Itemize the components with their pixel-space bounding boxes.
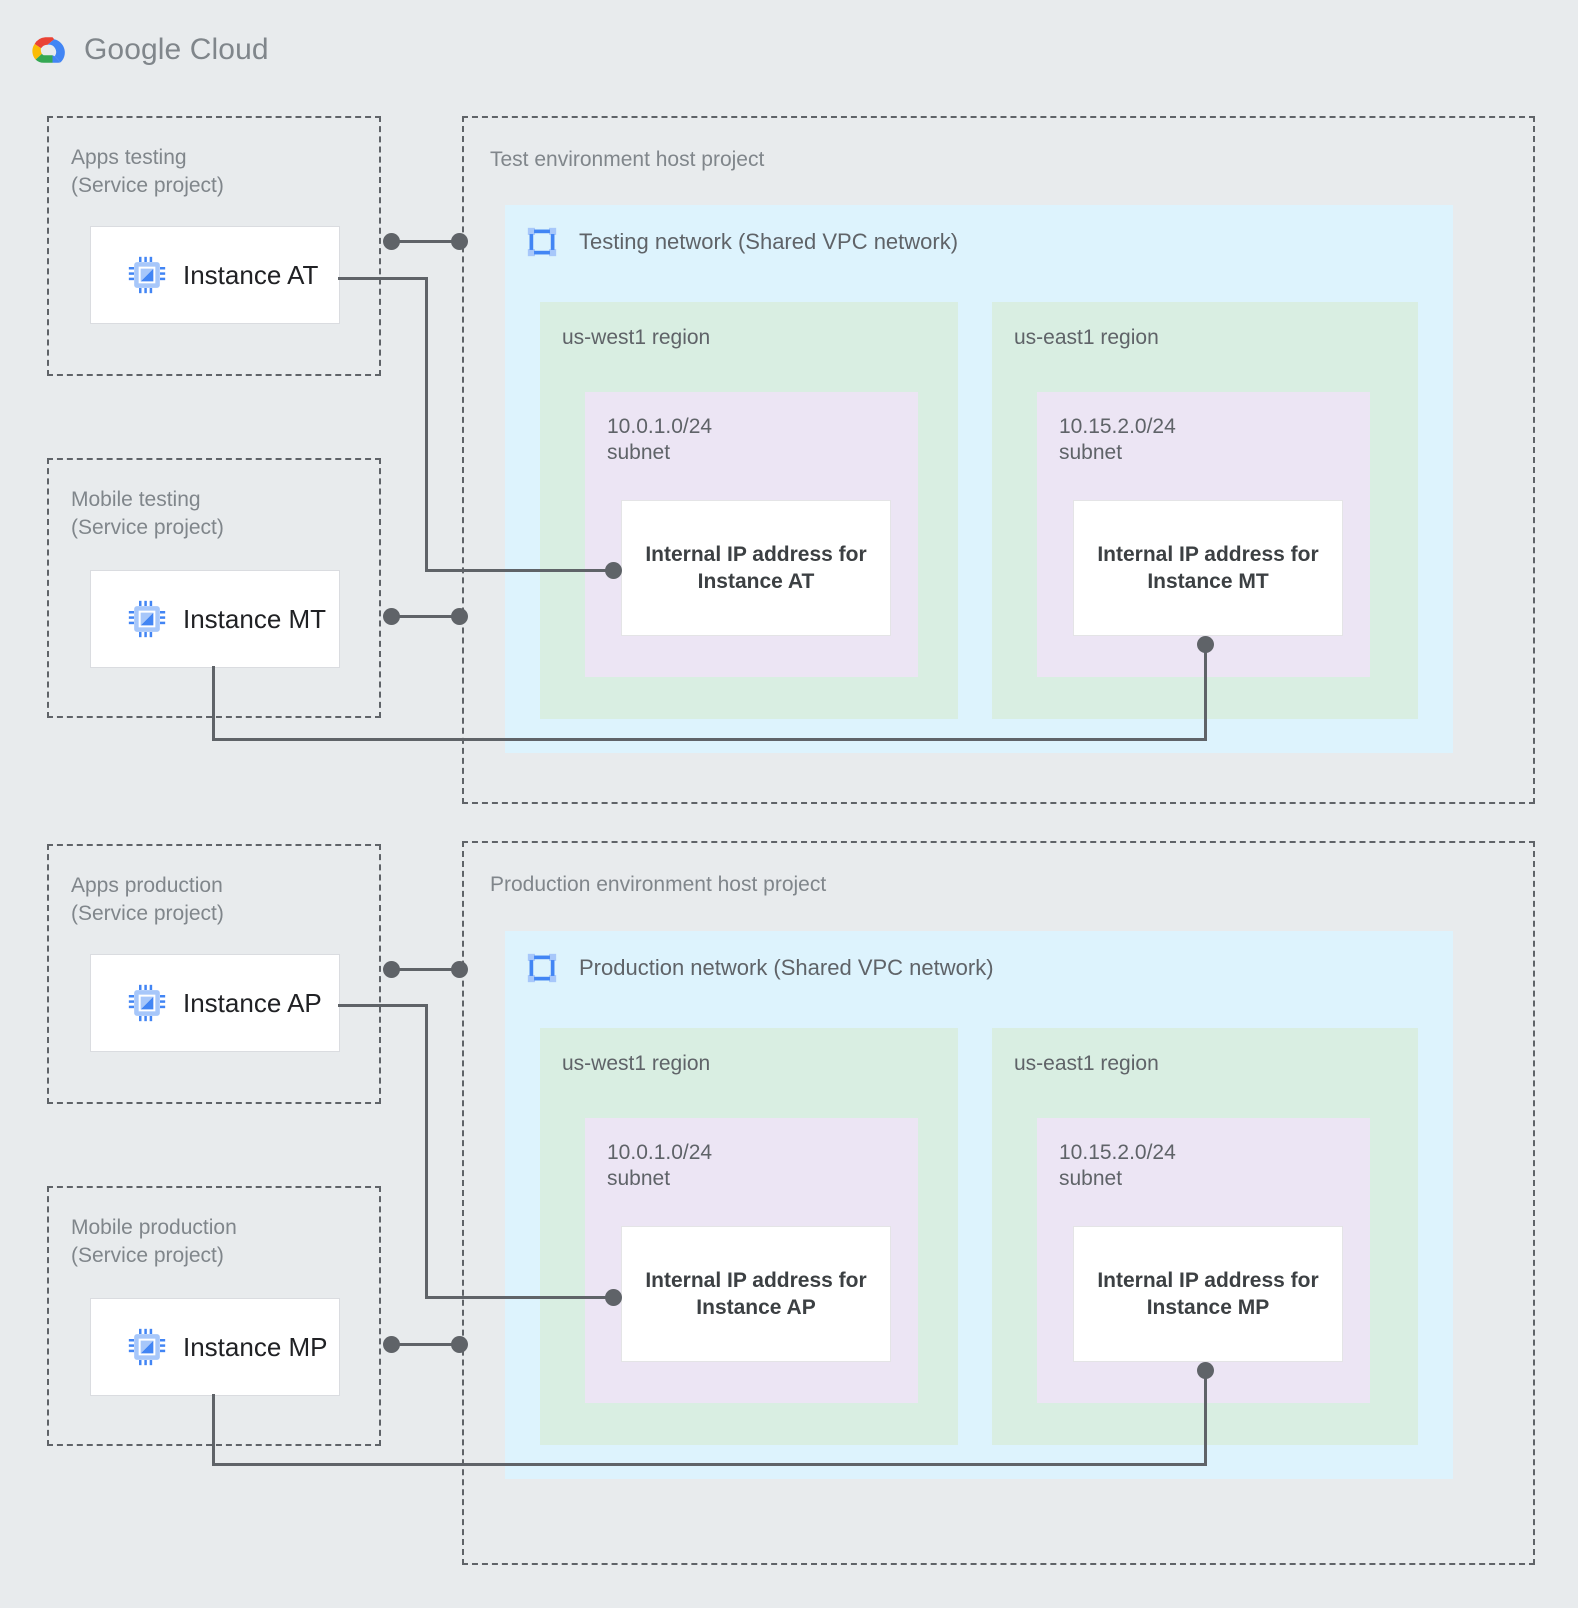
ip-box-label: Internal IP address for Instance MT	[1097, 542, 1319, 593]
service-project-label: Apps testing (Service project)	[71, 146, 224, 197]
google-cloud-logo-icon	[32, 37, 65, 63]
wire-mp-seg2	[212, 1463, 1207, 1466]
brand-lockup: Google Cloud	[28, 33, 269, 67]
instance-card-at[interactable]: Instance AT	[90, 226, 340, 324]
brand-title-light: Cloud	[181, 33, 269, 66]
instance-card-mp[interactable]: Instance MP	[90, 1298, 340, 1396]
connector-dot-at-ipbox	[605, 562, 622, 579]
connector-dot-mp-right	[451, 1336, 468, 1353]
wire-mp-seg3	[1204, 1374, 1207, 1466]
vpc-network-testing: Testing network (Shared VPC network) us-…	[505, 205, 1453, 753]
vpc-network-production: Production network (Shared VPC network) …	[505, 931, 1453, 1479]
host-project-test-environment: Test environment host project	[462, 116, 1535, 804]
host-project-label: Production environment host project	[490, 873, 827, 896]
vpc-network-icon	[527, 953, 557, 983]
vpc-network-header: Production network (Shared VPC network)	[525, 951, 994, 985]
vpc-network-header: Testing network (Shared VPC network)	[525, 225, 958, 259]
connector-ap-peering	[391, 968, 461, 971]
wire-mp-seg1	[212, 1394, 215, 1466]
ip-box-instance-at: Internal IP address for Instance AT	[621, 500, 891, 636]
region-label: us-east1 region	[1014, 326, 1159, 349]
vpc-network-icon	[527, 227, 557, 257]
subnet-label: 10.0.1.0/24 subnet	[607, 415, 713, 465]
host-project-production-environment: Production environment host project	[462, 841, 1535, 1565]
connector-dot-ap-ipbox	[605, 1289, 622, 1306]
service-project-apps-production: Apps production (Service project)	[47, 844, 381, 1104]
instance-label: Instance AT	[183, 259, 319, 290]
wire-ap-seg3	[425, 1296, 615, 1299]
vm-instance-icon	[128, 1328, 166, 1366]
service-project-apps-testing: Apps testing (Service project)	[47, 116, 381, 376]
connector-dot-mp-ipbox	[1197, 1362, 1214, 1379]
vm-instance-icon	[128, 600, 166, 638]
connector-at-peering	[391, 240, 461, 243]
instance-card-mt[interactable]: Instance MT	[90, 570, 340, 668]
host-project-label: Test environment host project	[490, 148, 765, 171]
connector-mt-peering	[391, 615, 461, 618]
region-us-west1-testing: us-west1 region 10.0.1.0/24 subnet Inter…	[540, 302, 958, 719]
vpc-network-title: Testing network (Shared VPC network)	[579, 229, 959, 254]
wire-mt-seg1	[212, 666, 215, 741]
region-label: us-east1 region	[1014, 1052, 1159, 1075]
region-us-west1-production: us-west1 region 10.0.1.0/24 subnet Inter…	[540, 1028, 958, 1445]
wire-at-seg2	[425, 277, 428, 572]
ip-box-instance-mt: Internal IP address for Instance MT	[1073, 500, 1343, 636]
region-label: us-west1 region	[562, 326, 711, 349]
subnet-label: 10.15.2.0/24 subnet	[1059, 1141, 1176, 1191]
ip-box-label: Internal IP address for Instance MP	[1097, 1268, 1319, 1319]
wire-ap-seg2	[425, 1004, 428, 1299]
ip-box-label: Internal IP address for Instance AP	[645, 1268, 867, 1319]
service-project-label: Mobile production (Service project)	[71, 1216, 237, 1267]
instance-card-ap[interactable]: Instance AP	[90, 954, 340, 1052]
connector-dot-ap-right	[451, 961, 468, 978]
vm-instance-icon	[128, 984, 166, 1022]
service-project-label: Apps production (Service project)	[71, 874, 224, 925]
ip-box-instance-ap: Internal IP address for Instance AP	[621, 1226, 891, 1362]
region-label: us-west1 region	[562, 1052, 711, 1075]
subnet-10-15-2-0-24-testing: 10.15.2.0/24 subnet Internal IP address …	[1037, 392, 1370, 677]
brand-title: Google Cloud	[84, 33, 269, 67]
brand-title-bold: Google	[84, 33, 182, 66]
subnet-label: 10.0.1.0/24 subnet	[607, 1141, 713, 1191]
vm-instance-icon	[128, 256, 166, 294]
connector-mp-peering	[391, 1343, 461, 1346]
ip-box-label: Internal IP address for Instance AT	[645, 542, 867, 593]
connector-dot-at-right	[451, 233, 468, 250]
subnet-10-0-1-0-24-production: 10.0.1.0/24 subnet Internal IP address f…	[585, 1118, 918, 1403]
connector-dot-mt-ipbox	[1197, 636, 1214, 653]
subnet-10-0-1-0-24-testing: 10.0.1.0/24 subnet Internal IP address f…	[585, 392, 918, 677]
instance-label: Instance MP	[183, 1331, 328, 1362]
wire-mt-seg2	[212, 738, 1207, 741]
wire-at-seg1	[338, 277, 428, 280]
wire-at-seg3	[425, 569, 615, 572]
vpc-network-title: Production network (Shared VPC network)	[579, 955, 994, 980]
wire-ap-seg1	[338, 1004, 428, 1007]
subnet-10-15-2-0-24-production: 10.15.2.0/24 subnet Internal IP address …	[1037, 1118, 1370, 1403]
service-project-label: Mobile testing (Service project)	[71, 488, 224, 539]
ip-box-instance-mp: Internal IP address for Instance MP	[1073, 1226, 1343, 1362]
instance-label: Instance MT	[183, 603, 327, 634]
instance-label: Instance AP	[183, 987, 322, 1018]
connector-dot-mt-right	[451, 608, 468, 625]
subnet-label: 10.15.2.0/24 subnet	[1059, 415, 1176, 465]
wire-mt-seg3	[1204, 648, 1207, 741]
